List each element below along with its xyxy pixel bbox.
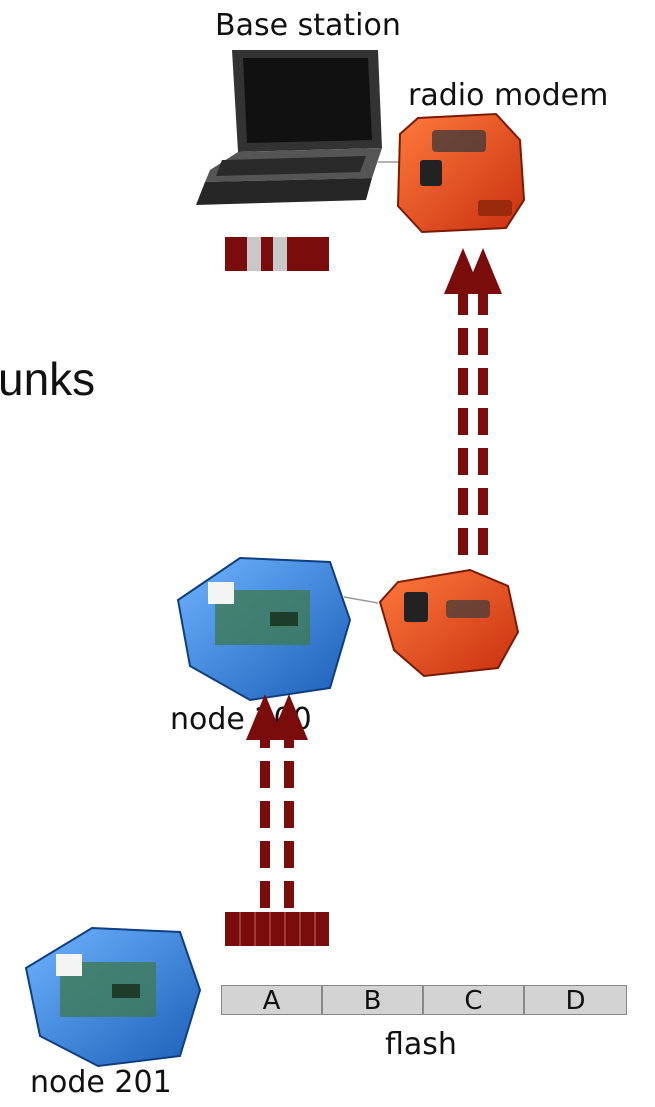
radio-modem-icon — [396, 112, 526, 234]
flash-label: flash — [385, 1027, 457, 1062]
node-modem-cable — [343, 596, 379, 604]
base-station-label: Base station — [215, 8, 401, 43]
base-packet — [225, 237, 329, 271]
arrow-head-right — [464, 248, 502, 294]
flash-cell-d: D — [524, 985, 627, 1016]
node-packet — [225, 912, 329, 946]
uplink-arrows-lower — [260, 735, 294, 908]
flash-cell-b: B — [322, 985, 423, 1016]
arrow-head-right — [270, 694, 308, 740]
flash-cell-a: A — [221, 985, 322, 1016]
sensor-node-icon — [176, 556, 352, 702]
arrow-head-left — [246, 694, 284, 740]
radio-modem-label: radio modem — [408, 78, 609, 113]
node-201-label: node 201 — [30, 1065, 172, 1100]
uplink-arrows-upper — [458, 280, 488, 555]
sensor-node-icon — [24, 926, 202, 1068]
flash-memory: A B C D — [221, 985, 627, 1016]
radio-modem-icon — [378, 568, 520, 678]
flash-cell-c: C — [423, 985, 524, 1016]
chunks-label-fragment: unks — [0, 353, 96, 405]
laptop-icon — [196, 50, 382, 205]
